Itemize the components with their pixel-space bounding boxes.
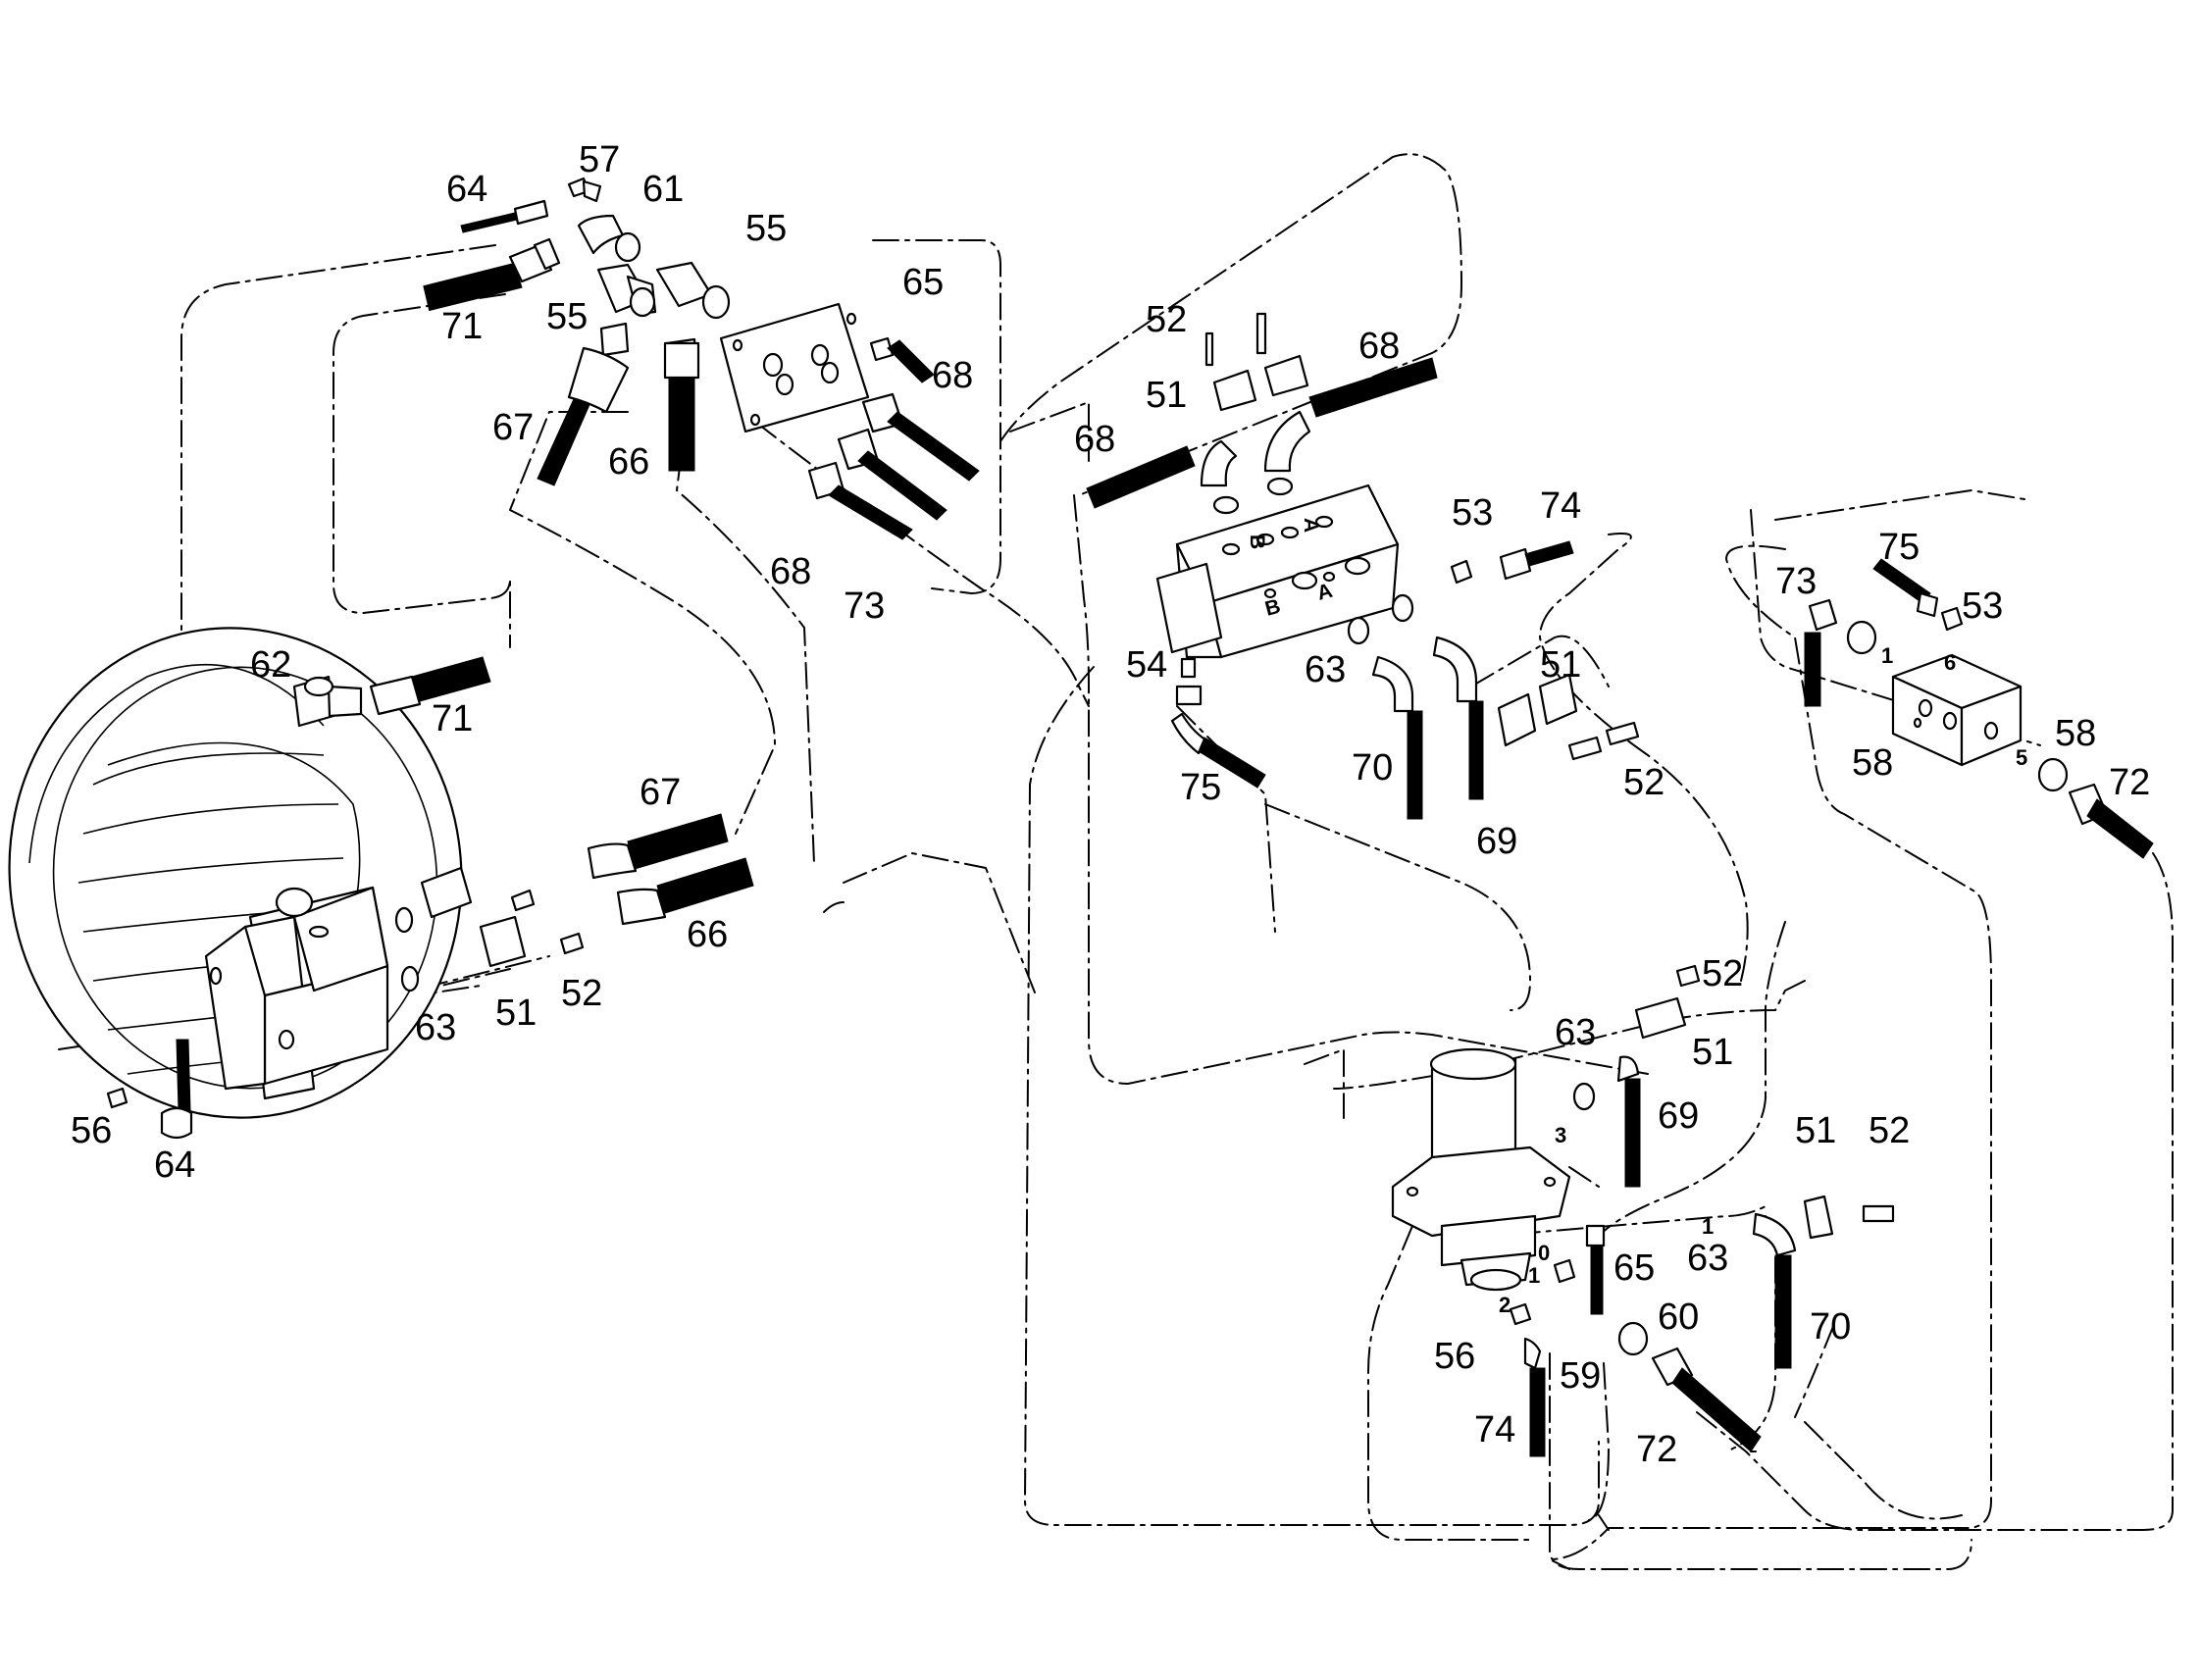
callout-54: 54 — [1126, 644, 1167, 686]
callout-62: 62 — [250, 644, 291, 686]
callout-52: 52 — [561, 973, 602, 1014]
port-mark-0: 0 — [1538, 1241, 1550, 1265]
callout-56: 56 — [1434, 1336, 1475, 1377]
valve-mark-a: A — [1314, 580, 1335, 605]
callout-66: 66 — [687, 914, 728, 955]
callout-51: 51 — [495, 993, 537, 1034]
pump-assembly — [1391, 964, 1895, 1457]
callout-68: 68 — [1074, 419, 1115, 460]
callout-52: 52 — [1623, 762, 1664, 803]
callout-63: 63 — [1305, 649, 1346, 690]
callout-51: 51 — [1795, 1110, 1836, 1151]
callout-74: 74 — [1540, 485, 1581, 527]
port-mark-1: 1 — [1881, 643, 1893, 668]
callout-63: 63 — [1555, 1012, 1596, 1053]
callout-53: 53 — [1452, 492, 1493, 534]
callout-71: 71 — [441, 306, 483, 347]
callout-53: 53 — [1962, 585, 2003, 627]
callout-64: 64 — [446, 169, 487, 210]
callout-59: 59 — [1560, 1355, 1601, 1397]
callout-51: 51 — [1540, 644, 1581, 686]
callout-67: 67 — [492, 407, 534, 448]
callout-64: 64 — [154, 1145, 195, 1186]
valve-mark-b: B — [1246, 535, 1268, 549]
callout-60: 60 — [1658, 1297, 1699, 1338]
callout-66: 66 — [608, 441, 649, 483]
callout-73: 73 — [844, 585, 885, 627]
callout-58: 58 — [1852, 742, 1893, 784]
callout-65: 65 — [902, 262, 944, 303]
callout-52: 52 — [1146, 299, 1187, 340]
top-left-fittings — [423, 177, 980, 540]
callout-56: 56 — [71, 1110, 112, 1151]
callout-71: 71 — [432, 698, 473, 739]
valve-mark-b: B — [1262, 595, 1283, 621]
callout-52: 52 — [1869, 1110, 1910, 1151]
callout-52: 52 — [1702, 953, 1743, 994]
callout-69: 69 — [1476, 821, 1517, 862]
callout-65: 65 — [1613, 1247, 1655, 1289]
callout-51: 51 — [1146, 375, 1187, 416]
callout-57: 57 — [579, 139, 620, 180]
callout-67: 67 — [640, 772, 681, 813]
callout-72: 72 — [1636, 1429, 1677, 1470]
callout-73: 73 — [1775, 561, 1817, 602]
port-mark-1: 1 — [1702, 1214, 1714, 1239]
callout-75: 75 — [1180, 767, 1221, 808]
port-mark-3: 3 — [1555, 1123, 1566, 1147]
port-marks: 1 6 5 3 0 1 2 1 — [1499, 643, 2027, 1317]
callout-68: 68 — [770, 551, 811, 592]
callout-70: 70 — [1352, 747, 1393, 789]
callout-61: 61 — [642, 169, 684, 210]
valve-mark-a: A — [1300, 518, 1322, 533]
callout-labels: 64 57 61 55 71 55 65 67 66 68 68 73 52 5… — [71, 139, 2150, 1470]
callout-51: 51 — [1692, 1032, 1733, 1073]
right-manifold-block — [1804, 558, 2154, 859]
port-mark-1: 1 — [1528, 1263, 1540, 1288]
callout-55: 55 — [745, 208, 787, 249]
callout-63: 63 — [1687, 1238, 1728, 1279]
callout-70: 70 — [1810, 1306, 1851, 1348]
callout-55: 55 — [546, 296, 588, 337]
port-mark-5: 5 — [2016, 745, 2027, 770]
left-lower-fittings — [106, 656, 754, 1140]
callout-74: 74 — [1474, 1409, 1515, 1451]
travel-motor — [8, 627, 463, 1119]
port-mark-2: 2 — [1499, 1293, 1511, 1317]
callout-69: 69 — [1658, 1095, 1699, 1137]
callout-68: 68 — [1358, 326, 1400, 367]
valve-letter-marks: A B A B — [1246, 518, 1335, 621]
callout-72: 72 — [2109, 762, 2150, 803]
callout-58: 58 — [2055, 713, 2096, 754]
callout-75: 75 — [1878, 527, 1920, 568]
port-mark-6: 6 — [1944, 650, 1956, 675]
control-valve — [1086, 312, 1640, 820]
callout-63: 63 — [415, 1007, 456, 1048]
callout-68: 68 — [932, 355, 973, 396]
